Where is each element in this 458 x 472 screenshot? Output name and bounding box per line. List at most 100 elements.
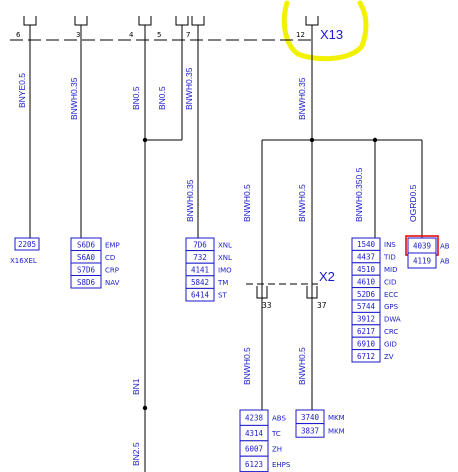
pin-number-3: 3: [76, 31, 80, 39]
module-tag: MKM: [328, 414, 345, 422]
wire-label: BNWH0.5: [242, 347, 252, 385]
code-value: S6A0: [77, 253, 96, 262]
pin-number-6: 6: [16, 31, 21, 39]
wire-label: BNWH0.350.5: [354, 167, 364, 222]
code-value: 6712: [357, 352, 375, 361]
junction-dot: [142, 405, 148, 411]
wire-label: BNWH0.5: [242, 184, 252, 222]
code-value: 6123: [245, 460, 263, 469]
code-box: [185, 287, 215, 302]
wire-label: OGRD0.5: [408, 184, 418, 222]
wire-label: BN1: [131, 378, 141, 395]
pin-connectors: [23, 16, 319, 26]
module-tag: GID: [384, 340, 397, 348]
code-value: 732: [193, 253, 207, 262]
code-value: 4119: [413, 257, 431, 266]
wire-label: BNWH0.5: [297, 347, 307, 385]
module-tag: CID: [384, 278, 396, 286]
code-value: 5842: [191, 278, 209, 287]
module-tag: XNL: [218, 254, 232, 262]
module-tag: TM: [217, 279, 228, 287]
code-value: 4314: [245, 429, 264, 438]
wire-label: BN0.5: [131, 86, 141, 110]
module-tag: GPS: [384, 303, 399, 311]
module-tag: ZH: [272, 446, 282, 454]
module-tag: EHPS: [272, 461, 291, 469]
code-value: 6007: [245, 445, 263, 454]
code-box: [14, 237, 40, 251]
code-box: [295, 423, 325, 438]
code-value: 2205: [18, 240, 36, 249]
pin-number-4: 4: [129, 31, 134, 39]
module-tag: XNL: [218, 241, 232, 249]
module-tag: MID: [384, 266, 398, 274]
module-tag: AB: [440, 243, 450, 251]
module-tag: ST: [218, 292, 227, 300]
module-tag: CRP: [105, 266, 119, 274]
junction-dot: [309, 137, 315, 143]
wire-label: BNWH0.35: [184, 67, 194, 110]
wire-label: BNWH0.35: [69, 77, 79, 120]
module-tag: MKM: [328, 427, 345, 435]
code-value: 5744: [357, 302, 376, 311]
pin-number-7: 7: [186, 31, 190, 39]
wire-label: BN2.5: [131, 442, 141, 466]
junction-dot: [142, 137, 148, 143]
code-value: S8D6: [77, 278, 96, 287]
code-value: 4437: [357, 253, 375, 262]
module-tag: EMP: [105, 241, 120, 249]
module-tag: ECC: [384, 291, 398, 299]
code-value: 6414: [191, 291, 210, 300]
module-tag: ABS: [272, 415, 286, 423]
module-tag: AB: [440, 258, 450, 266]
group-caption: X16XEL: [10, 257, 37, 265]
code-value: 7D6: [193, 240, 207, 249]
connector-x13-label: X13: [320, 27, 343, 42]
wire-label: BN0.5: [157, 86, 167, 110]
x2-pin-37: 37: [317, 301, 327, 310]
module-tag: DWA: [384, 316, 401, 324]
code-value: 4510: [357, 265, 376, 274]
code-value: 4238: [245, 414, 264, 423]
module-tag: TC: [271, 430, 281, 438]
wire-label: BNYE0.5: [17, 73, 27, 108]
module-tag: CRC: [384, 328, 398, 336]
x13-highlight-marker: [281, 0, 369, 62]
wire-lines: [29, 25, 423, 472]
code-value: 1540: [357, 240, 376, 249]
code-value: 3912: [357, 315, 375, 324]
connector-x2-label: X2: [319, 269, 335, 284]
pin-number-12: 12: [296, 31, 305, 39]
wire-label: BNWH0.35: [297, 77, 307, 120]
code-value: 6910: [357, 339, 376, 348]
x2-pin-33: 33: [262, 301, 272, 310]
code-value: 3837: [301, 426, 319, 435]
module-tag: INS: [384, 241, 396, 249]
wire-label: BNWH0.35: [185, 179, 195, 222]
module-tag: TID: [383, 254, 396, 262]
pin-number-5: 5: [157, 31, 161, 39]
code-box: [351, 349, 381, 363]
module-tag: IMO: [218, 267, 232, 275]
junction-dot: [372, 137, 378, 143]
code-value: 6217: [357, 327, 375, 336]
code-value: S6D6: [77, 240, 96, 249]
connector-x2: [246, 283, 318, 299]
code-group-x16xel: 2205: [14, 237, 40, 251]
module-tag: NAV: [105, 279, 120, 287]
code-box: [407, 252, 437, 269]
code-value: 4610: [357, 277, 376, 286]
module-tag: ZV: [384, 353, 394, 361]
code-value: S7D6: [77, 265, 96, 274]
code-value: 52D6: [357, 290, 376, 299]
code-value: 3740: [301, 413, 320, 422]
code-box: [70, 275, 102, 289]
code-value: 4039: [413, 242, 431, 251]
code-group-abs: 4238 ABS 4314 TC 6007 ZH 6123 EHPS: [239, 409, 291, 472]
